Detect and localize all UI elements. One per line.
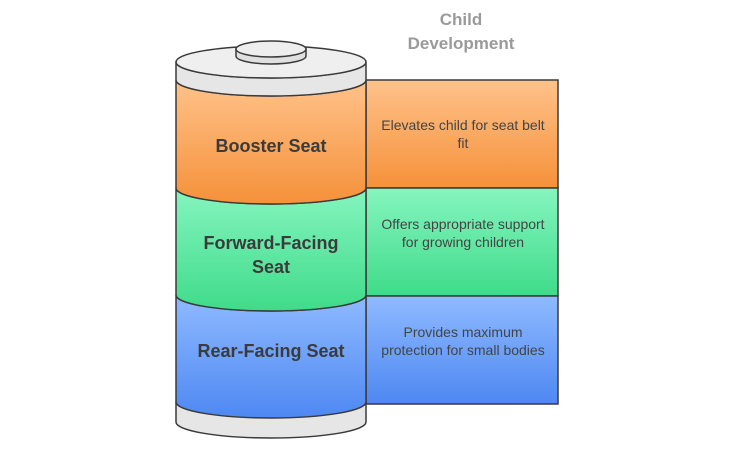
desc-box-booster — [365, 79, 559, 189]
title-line-1: Child — [439, 10, 483, 29]
title-line-2: Development — [407, 34, 515, 53]
desc-booster: Elevates child for seat belt fit — [381, 117, 545, 151]
layer-label-forward: Forward-Facing Seat — [203, 233, 339, 277]
cylinder-knob-top — [235, 40, 307, 58]
desc-rear: Provides maximum protection for small bo… — [381, 324, 545, 358]
desc-box-rear — [365, 295, 559, 405]
desc-box-forward — [365, 187, 559, 297]
desc-forward: Offers appropriate support for growing c… — [381, 216, 545, 250]
child-development-title: Child Development — [386, 8, 536, 56]
layer-label-rear: Rear-Facing Seat — [197, 341, 345, 361]
layer-label-booster: Booster Seat — [215, 136, 327, 156]
